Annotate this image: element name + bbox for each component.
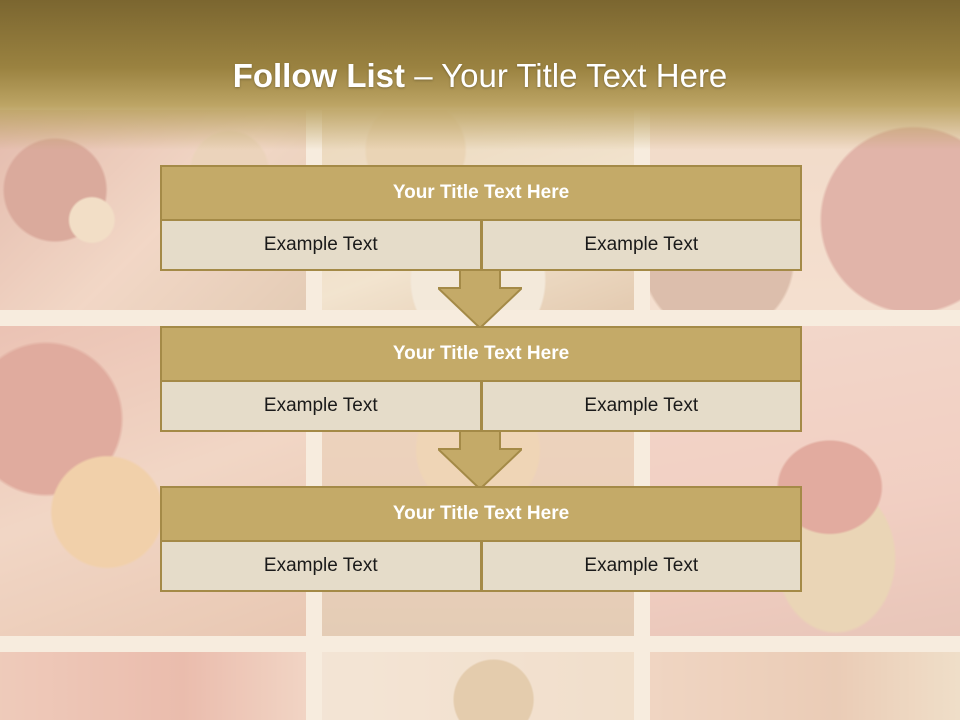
slide-title-rest: – Your Title Text Here [405,57,728,94]
header-band [0,0,960,150]
step-row: Example Text Example Text [160,382,802,432]
step-title: Your Title Text Here [160,326,802,382]
step-cell-right: Example Text [481,542,802,592]
step-cell-left: Example Text [160,382,482,432]
down-arrow-icon [438,431,522,489]
step-cell-left: Example Text [160,221,482,271]
step-cell-right: Example Text [481,221,802,271]
follow-step-3: Your Title Text Here Example Text Exampl… [160,486,802,592]
step-title: Your Title Text Here [160,165,802,221]
step-cell-left: Example Text [160,542,482,592]
slide-title: Follow List – Your Title Text Here [0,54,960,98]
step-cell-right: Example Text [481,382,802,432]
slide-title-bold: Follow List [232,57,406,94]
step-row: Example Text Example Text [160,221,802,271]
down-arrow-icon [438,270,522,328]
step-title: Your Title Text Here [160,486,802,542]
follow-step-2: Your Title Text Here Example Text Exampl… [160,326,802,432]
step-row: Example Text Example Text [160,542,802,592]
follow-step-1: Your Title Text Here Example Text Exampl… [160,165,802,271]
